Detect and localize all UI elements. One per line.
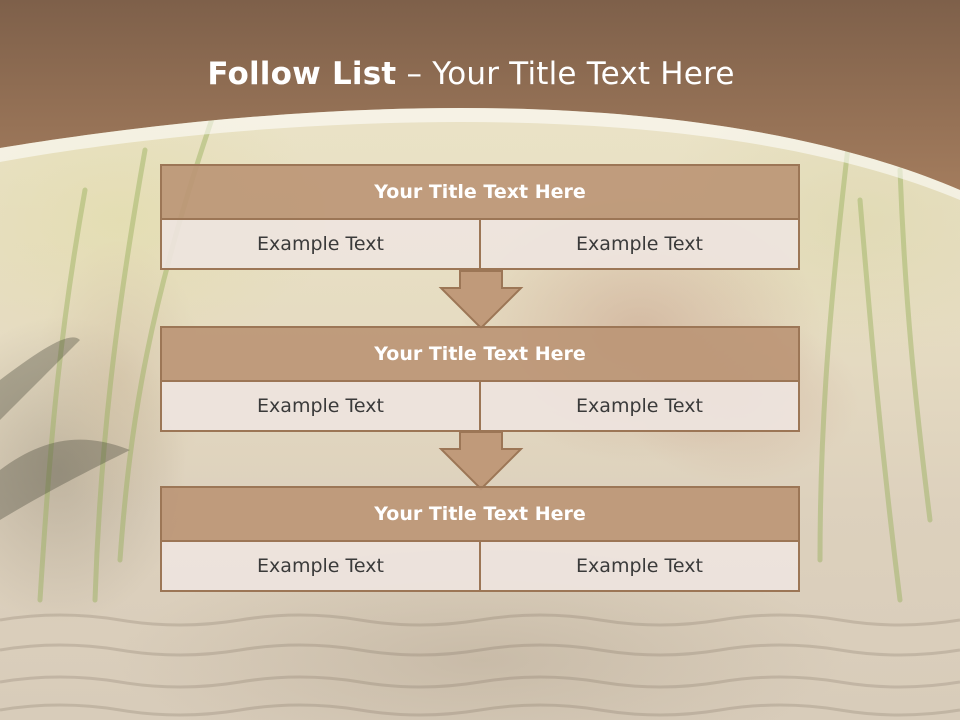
step-row: Example Text Example Text <box>160 542 800 592</box>
title-bold: Follow List <box>207 56 397 92</box>
step-cell-right: Example Text <box>481 542 800 592</box>
step-box-3: Your Title Text Here Example Text Exampl… <box>160 486 800 592</box>
step-cell-left: Example Text <box>160 220 481 270</box>
step-row: Example Text Example Text <box>160 382 800 432</box>
title-rest: – Your Title Text Here <box>396 56 735 92</box>
step-title: Your Title Text Here <box>160 164 800 220</box>
down-arrow-icon <box>438 431 524 491</box>
header-band <box>0 0 960 200</box>
step-cell-left: Example Text <box>160 542 481 592</box>
step-box-2: Your Title Text Here Example Text Exampl… <box>160 326 800 432</box>
step-cell-left: Example Text <box>160 382 481 432</box>
step-title: Your Title Text Here <box>160 486 800 542</box>
step-title: Your Title Text Here <box>160 326 800 382</box>
slide-title: Follow List – Your Title Text Here <box>0 56 942 92</box>
step-cell-right: Example Text <box>481 382 800 432</box>
water-reflection <box>0 613 960 717</box>
step-box-1: Your Title Text Here Example Text Exampl… <box>160 164 800 270</box>
step-row: Example Text Example Text <box>160 220 800 270</box>
step-cell-right: Example Text <box>481 220 800 270</box>
down-arrow-icon <box>438 270 524 330</box>
